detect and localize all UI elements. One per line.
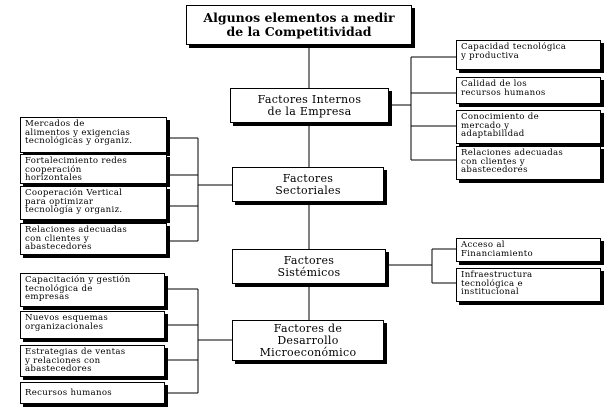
internos-item: Relaciones adecuadas con clientes y abas… — [456, 146, 601, 180]
internos-item: Conocimiento de mercado y adaptabilidad — [456, 110, 601, 144]
internos-item: Capacidad tecnológica y productiva — [456, 40, 601, 70]
desarrollo-item: Nuevos esquemas organizacionales — [20, 311, 165, 339]
sectoriales-item: Mercados de alimentos y exigencias tecno… — [20, 117, 167, 153]
factor-sectoriales: Factores Sectoriales — [232, 167, 384, 202]
sistemicos-item: Acceso al Financiamiento — [456, 238, 601, 262]
factor-desarrollo: Factores de Desarrollo Microeconómico — [232, 320, 384, 361]
desarrollo-item: Estrategias de ventas y relaciones con a… — [20, 345, 165, 377]
sectoriales-item: Relaciones adecuadas con clientes y abas… — [20, 223, 167, 255]
sectoriales-item: Fortalecimiento redes cooperación horizo… — [20, 154, 167, 184]
desarrollo-item: Recursos humanos — [20, 382, 165, 404]
sistemicos-item: Infraestructura tecnológica e institucio… — [456, 268, 601, 302]
factor-sistemicos: Factores Sistémicos — [232, 249, 386, 284]
sectoriales-item: Cooperación Vertical para optimizar tecn… — [20, 186, 167, 220]
internos-item: Calidad de los recursos humanos — [456, 77, 601, 104]
desarrollo-item: Capacitación y gestión tecnológica de em… — [20, 273, 165, 307]
diagram-title: Algunos elementos a medir de la Competit… — [186, 5, 412, 45]
factor-internos: Factores Internos de la Empresa — [230, 88, 389, 123]
